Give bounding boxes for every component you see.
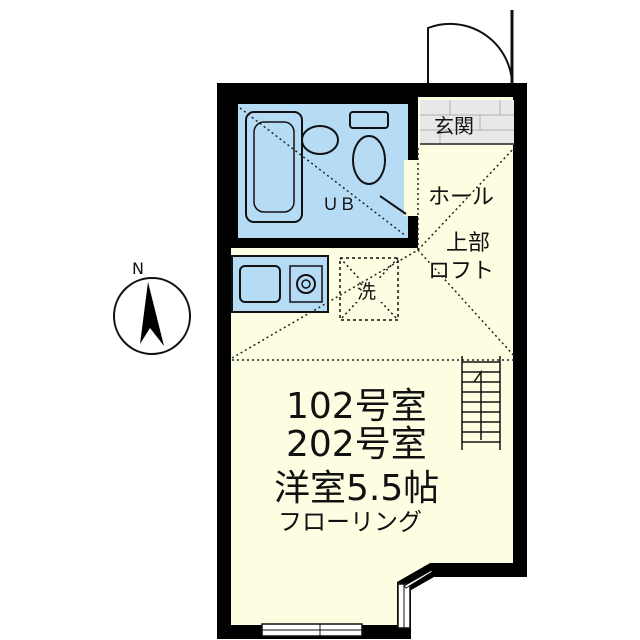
loft-label-line1: 上部 [446, 231, 490, 256]
stove-burner-inner [301, 279, 311, 289]
stove-box [289, 265, 323, 303]
kitchen-sink [239, 265, 281, 303]
north-compass: N [113, 259, 191, 355]
floor-type: フローリング [278, 508, 422, 536]
entrance-label: 玄関 [434, 114, 474, 138]
washer-diagonal-2 [339, 257, 399, 321]
bathtub [245, 111, 303, 223]
room-type: 洋室5.5帖 [274, 468, 439, 509]
corner-window [397, 569, 433, 629]
loft-label-line2: ロフト [428, 259, 494, 284]
bath-door-opening [404, 160, 420, 216]
unit-bath-label: ＵＢ [322, 195, 356, 215]
bathtub-inner [253, 121, 295, 213]
loft-outline [231, 145, 517, 361]
entrance-door [427, 10, 514, 91]
hall-label: ホール [428, 185, 494, 210]
bottom-window [261, 623, 363, 637]
toilet-bowl [352, 135, 386, 185]
entrance-floor [420, 100, 514, 144]
compass-needle [140, 282, 164, 346]
loft-ladder [461, 356, 501, 450]
stove-burner [296, 274, 316, 294]
washer-label: 洗 [357, 281, 376, 303]
room-number-2: 202号室 [286, 424, 427, 465]
washer-label-bg [354, 278, 384, 302]
washer-diagonal-1 [339, 257, 399, 321]
toilet-tank [349, 111, 389, 129]
bath-door-leaf [379, 195, 407, 215]
entrance-tiles [420, 100, 514, 144]
room-number-1: 102号室 [286, 386, 427, 427]
compass-north-label: N [132, 259, 144, 278]
washbasin [301, 125, 339, 155]
